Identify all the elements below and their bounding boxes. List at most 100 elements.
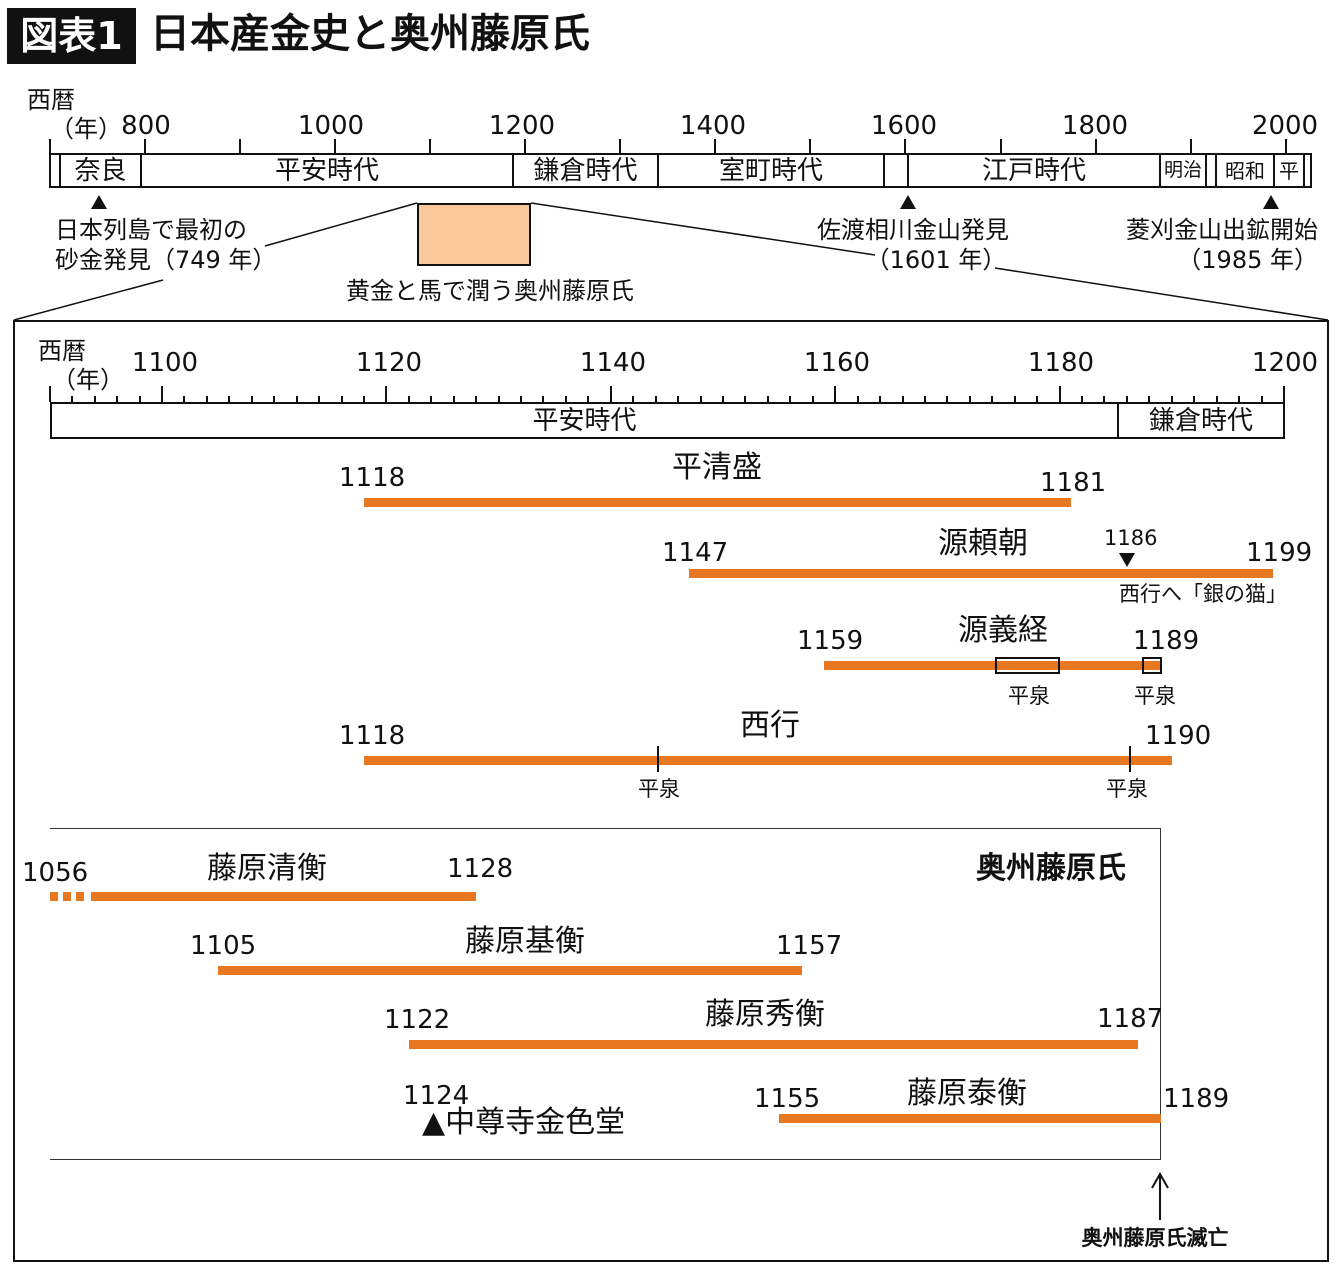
major-tick (161, 386, 163, 402)
minor-tick (789, 396, 792, 402)
minor-tick (205, 396, 208, 402)
event-1601-line1: 佐渡相川金山発見 (817, 216, 1009, 244)
minor-tick (71, 396, 74, 402)
overview-axis-unit: （年） (50, 115, 122, 143)
start-year: 1118 (339, 463, 406, 493)
stay-label: 平泉 (1106, 777, 1148, 801)
minor-tick (520, 396, 523, 402)
stay-label: 平泉 (638, 777, 680, 801)
minor-tick (497, 396, 500, 402)
major-tick (834, 386, 837, 402)
event-1985-line1: 菱刈金山出鉱開始 (1126, 216, 1318, 244)
detail-tick-label: 1160 (803, 348, 871, 378)
figure-badge: 図表1 (7, 8, 136, 64)
minor-tick (811, 396, 814, 402)
minor-tick (362, 396, 365, 402)
overview-period-bar: 奈良 平安時代 鎌倉時代 室町時代 江戸時代 明治 昭和 平 (49, 153, 1312, 188)
lifespan-bar (218, 966, 802, 975)
event-749-line1: 日本列島で最初の (55, 216, 247, 244)
minor-tick (587, 396, 590, 402)
zoom-connector-lines (13, 202, 1329, 321)
minor-tick (564, 396, 567, 402)
zoom-caption: 黄金と馬で潤う奥州藤原氏 (346, 277, 634, 305)
overview-tick (619, 139, 622, 153)
minor-tick (1103, 396, 1106, 402)
minor-tick (879, 396, 882, 402)
overview-tick (714, 139, 717, 153)
connector-left-upper (264, 202, 418, 247)
minor-tick (340, 396, 343, 402)
minor-tick (856, 396, 859, 402)
visit-tick (657, 746, 659, 772)
overview-tick (904, 139, 907, 153)
end-year: 1128 (447, 854, 514, 884)
event-marker-icon (900, 195, 916, 209)
detail-period-bar: 平安時代 鎌倉時代 (50, 402, 1285, 439)
minor-tick (991, 396, 994, 402)
minor-tick (250, 396, 253, 402)
event-1985-line2: （1985 年） (1177, 246, 1318, 274)
minor-tick (677, 396, 680, 402)
detail-tick-label: 1200 (1251, 348, 1319, 378)
hiraizumi-stay-box (995, 657, 1060, 674)
person-name: 藤原泰衡 (907, 1076, 1027, 1111)
fujiwara-title: 奥州藤原氏 (976, 851, 1126, 886)
period-nara: 奈良 (61, 155, 142, 186)
arrow-up-icon (1151, 1172, 1169, 1220)
overview-axis-label: 西暦 (27, 86, 75, 114)
period-heisei: 平 (1275, 155, 1305, 186)
end-year: 1181 (1040, 468, 1107, 498)
detail-axis-unit: （年） (52, 366, 124, 394)
minor-tick (228, 396, 231, 402)
overview-tick-label: 800 (121, 111, 171, 141)
minor-tick (1125, 396, 1128, 402)
stay-label: 平泉 (1008, 684, 1050, 708)
connector-left-lower (13, 279, 164, 321)
minor-tick (946, 396, 949, 402)
minor-tick (138, 396, 141, 402)
overview-tick (1284, 139, 1287, 153)
overview-tick (809, 139, 812, 153)
major-tick (609, 386, 612, 402)
end-year: 1157 (776, 931, 843, 961)
end-year: 1190 (1145, 721, 1212, 751)
zoom-region-box (417, 203, 531, 266)
minor-tick (318, 396, 321, 402)
period-meiji: 明治 (1161, 155, 1207, 186)
overview-tick-label: 1600 (870, 111, 938, 141)
fujiwara-box (50, 828, 1161, 1160)
start-year: 1118 (339, 721, 406, 751)
overview-tick-label: 1400 (679, 111, 747, 141)
period-cell-taisho (1207, 155, 1217, 186)
overview-tick (524, 139, 527, 153)
uncertain-dash (63, 892, 71, 901)
minor-tick (1013, 396, 1016, 402)
minor-tick (1260, 396, 1263, 402)
page-title: 日本産金史と奥州藤原氏 (150, 11, 590, 57)
stay-label: 平泉 (1134, 684, 1176, 708)
lifespan-bar (91, 892, 476, 901)
detail-tick-label: 1100 (131, 348, 199, 378)
lifespan-bar (363, 756, 1172, 765)
chusonji-label: ▲中尊寺金色堂 (422, 1105, 626, 1140)
minor-tick (475, 396, 478, 402)
major-tick (1283, 386, 1285, 402)
end-year: 1189 (1133, 626, 1200, 656)
person-name: 西行 (740, 708, 800, 743)
overview-tick (1189, 139, 1192, 153)
major-tick (385, 386, 388, 402)
overview-tick (999, 139, 1002, 153)
minor-tick (430, 396, 433, 402)
period-cell-azuchi-momoyama (885, 155, 909, 186)
overview-tick-label: 1000 (297, 111, 365, 141)
detail-tick-label: 1180 (1027, 348, 1095, 378)
major-tick (1058, 386, 1061, 402)
person-name: 藤原基衡 (465, 924, 585, 959)
minor-tick (1081, 396, 1084, 402)
start-year: 1147 (662, 538, 729, 568)
connector-right-upper (530, 202, 876, 256)
end-year: 1189 (1163, 1084, 1230, 1114)
period-kamakura: 鎌倉時代 (514, 155, 659, 186)
lifespan-bar (408, 1040, 1139, 1049)
period-showa: 昭和 (1217, 155, 1275, 186)
